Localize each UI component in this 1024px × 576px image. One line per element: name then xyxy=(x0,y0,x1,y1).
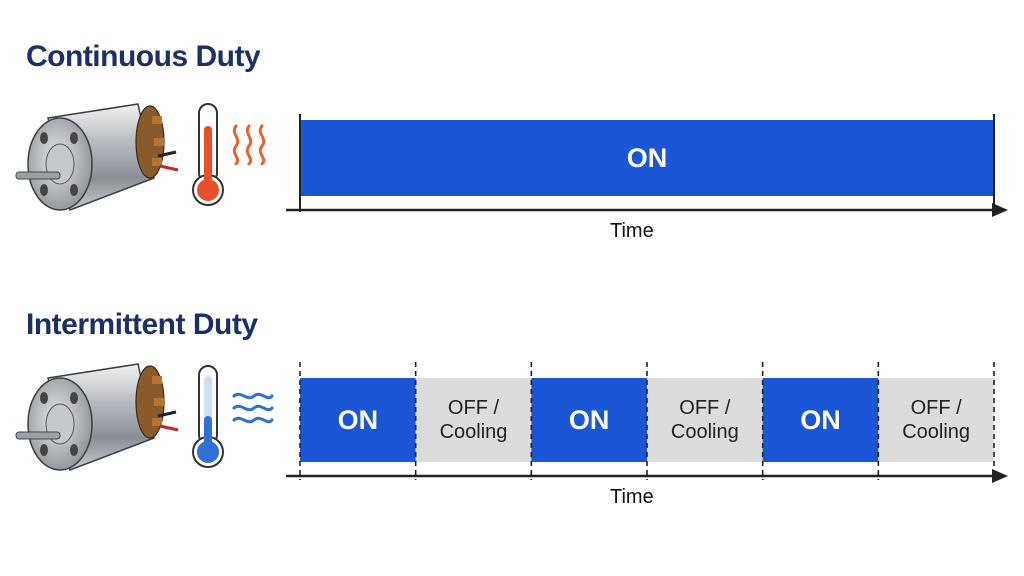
on-segment xyxy=(300,120,994,196)
on-label: ON xyxy=(568,404,610,435)
on-label: ON xyxy=(800,404,841,435)
on-label: ON xyxy=(337,404,379,435)
cooling-waves-icon xyxy=(232,392,274,424)
heat-waves-icon xyxy=(232,124,266,166)
off-cooling-segment xyxy=(647,378,763,462)
on-segment xyxy=(300,378,416,462)
intermittent-duty-section: Intermittent Duty xyxy=(0,288,1024,576)
off-cooling-label: OFF / Cooling xyxy=(902,397,971,443)
time-axis-arrow xyxy=(992,469,1008,483)
intermittent-segments xyxy=(300,378,994,462)
continuous-duty-section: Continuous Duty xyxy=(15,40,1008,242)
off-cooling-label: OFF / Cooling xyxy=(439,397,508,443)
intermittent-duty-title: Intermittent Duty xyxy=(26,308,258,341)
on-segment xyxy=(531,378,647,462)
time-axis-label: Time xyxy=(610,220,654,242)
thermometer-cool-icon xyxy=(192,365,224,468)
segment-dividers xyxy=(299,362,995,480)
thermometer-hot-icon xyxy=(192,103,224,206)
off-cooling-segment xyxy=(415,378,532,462)
time-axis-label: Time xyxy=(610,486,654,508)
off-cooling-segment xyxy=(878,378,994,462)
on-label: ON xyxy=(626,142,668,173)
off-cooling-label: OFF / Cooling xyxy=(670,397,739,443)
continuous-timeline xyxy=(286,114,1008,217)
dc-motor-icon xyxy=(15,103,179,212)
intermittent-timeline xyxy=(286,362,1008,483)
continuous-segments xyxy=(300,120,994,196)
continuous-duty-title: Continuous Duty xyxy=(26,40,261,73)
time-axis-arrow xyxy=(992,203,1008,217)
on-segment xyxy=(762,378,879,462)
dc-motor-icon xyxy=(15,363,179,472)
